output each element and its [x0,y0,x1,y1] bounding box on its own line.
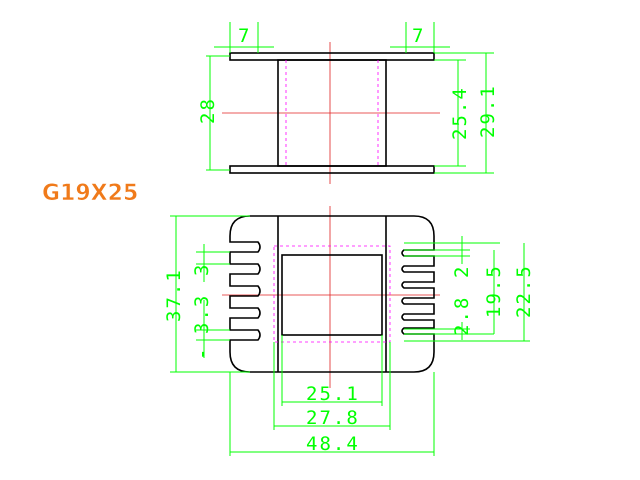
dim-height-37-1: 37.1 [163,268,185,322]
bobbin-body-top [277,59,387,167]
dim-pin-pitch-2: 2 [451,265,473,278]
dim-height-29-1: 29.1 [477,84,499,138]
dim-slot-3-3: 3.3 [191,294,213,334]
bottom-flange [229,165,435,174]
dim-flange-right: 7 [412,25,425,47]
dim-slot-3: 3 [191,263,213,276]
core-window [281,254,383,336]
dim-width-27-8: 27.8 [306,407,360,429]
part-label: G19X25 [42,181,138,206]
hidden-window-outline [273,245,391,343]
dim-span-19-5: 19.5 [483,264,505,318]
top-view: 7 7 28 25.4 29.1 [197,22,499,184]
dim-height-25-4: 25.4 [449,86,471,140]
dim-height-28: 28 [197,97,219,124]
dim-width-48-4: 48.4 [306,433,360,455]
dim-pin-width-2-8: 2.8 [451,296,473,336]
dim-width-25-1: 25.1 [306,383,360,405]
bobbin-outline-front [229,215,435,373]
front-view: 2 2.8 19.5 22.5 37.1 3 3.3 - 25.1 27.8 4… [163,206,535,456]
top-flange [229,52,435,61]
dim-span-22-5: 22.5 [513,264,535,318]
svg-text:-: - [191,347,213,360]
dim-flange-left: 7 [238,25,251,47]
